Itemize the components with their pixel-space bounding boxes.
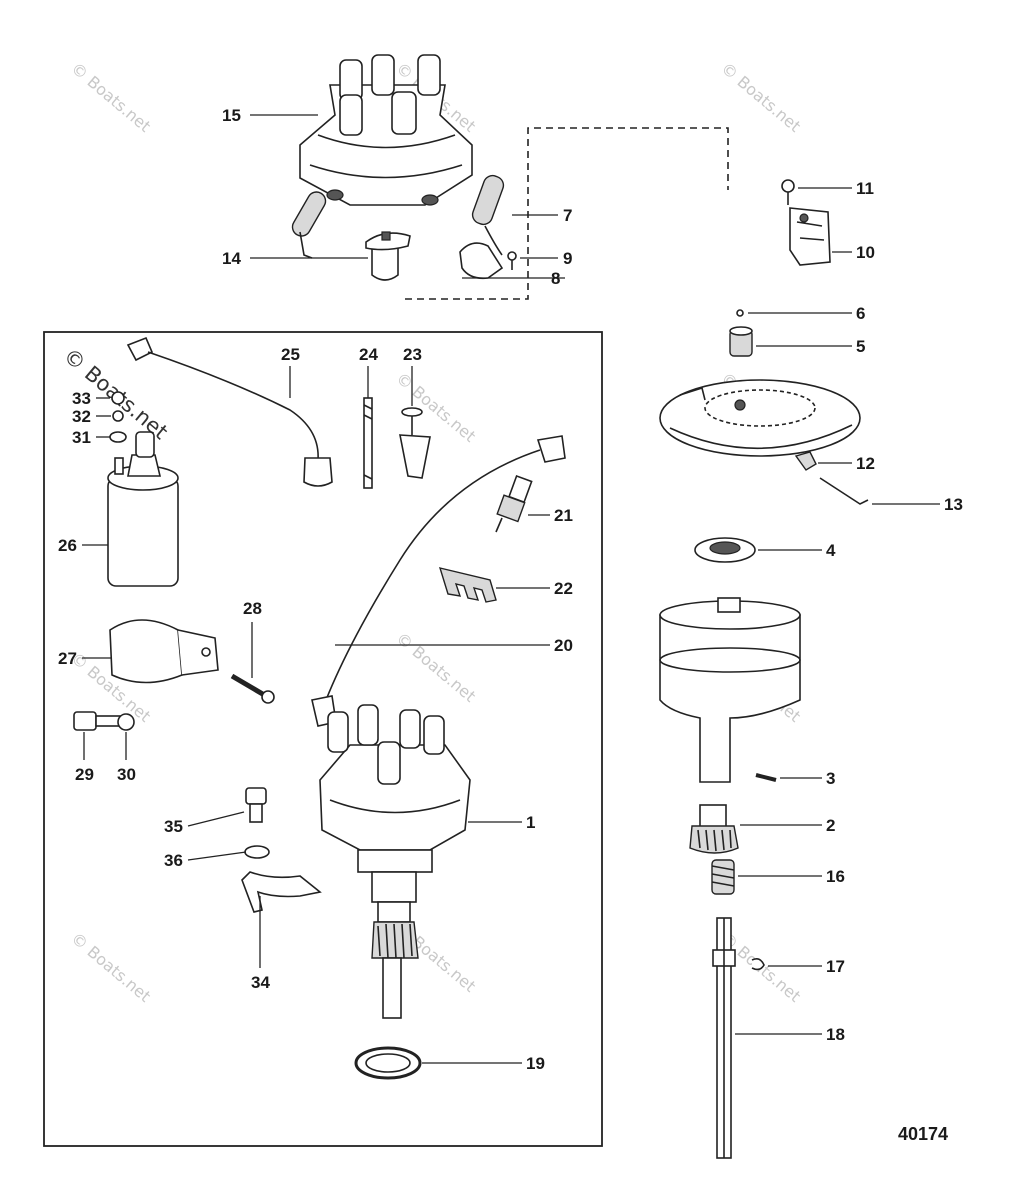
callout-14: 14 [222, 249, 241, 268]
watermark: © Boats.net [717, 59, 804, 136]
callout-32: 32 [72, 407, 91, 426]
callout-21: 21 [554, 506, 573, 525]
spring [711, 859, 735, 895]
bolt-29 [73, 711, 121, 731]
group-bracket [405, 127, 729, 300]
callout-35: 35 [164, 817, 183, 836]
coil-bracket [109, 619, 219, 684]
callout-20: 20 [554, 636, 573, 655]
rotor [365, 231, 411, 281]
lockwasher-32 [112, 410, 124, 422]
callout-23: 23 [403, 345, 422, 364]
callout-22: 22 [554, 579, 573, 598]
watermark: © Boats.net [67, 929, 154, 1006]
terminal [399, 407, 431, 479]
callout-9: 9 [563, 249, 572, 268]
hold-down-clamp [241, 871, 322, 913]
callout-16: 16 [826, 867, 845, 886]
leader-lines [82, 114, 940, 1064]
callout-19: 19 [526, 1054, 545, 1073]
watermark: © Boats.net [67, 59, 154, 136]
shaft-clip [751, 958, 765, 971]
screw-11 [781, 179, 795, 205]
callout-7: 7 [563, 206, 572, 225]
bolt-35 [245, 787, 267, 823]
callout-11: 11 [856, 179, 874, 198]
callout-29: 29 [75, 765, 94, 784]
callout-34: 34 [251, 973, 270, 992]
callout-31: 31 [72, 428, 91, 447]
coil-wire [126, 336, 333, 487]
distributor-housing [659, 597, 801, 783]
callout-13: 13 [944, 495, 963, 514]
callout-30: 30 [117, 765, 136, 784]
ground-wire [819, 477, 869, 505]
watermark: © Boats.net [392, 629, 479, 706]
callout-10: 10 [856, 243, 875, 262]
washer-31 [109, 431, 127, 443]
callout-24: 24 [359, 345, 378, 364]
spark-plug [495, 474, 533, 533]
washer-36 [244, 845, 270, 859]
callout-33: 33 [72, 389, 91, 408]
callout-18: 18 [826, 1025, 845, 1044]
callout-25: 25 [281, 345, 300, 364]
kit-box-outline [43, 331, 603, 1147]
felt-wick [729, 326, 753, 357]
distributor-assembly [319, 704, 471, 1019]
figure-number: 40174 [898, 1124, 948, 1144]
callout-8: 8 [551, 269, 560, 288]
cam-pad [794, 451, 817, 471]
callout-12: 12 [856, 454, 875, 473]
callout-5: 5 [856, 337, 865, 356]
callout-15: 15 [222, 106, 241, 125]
distributor-cap-upper [299, 54, 473, 206]
callout-28: 28 [243, 599, 262, 618]
screw-9 [507, 251, 517, 270]
callout-4: 4 [826, 541, 836, 560]
washer-30 [117, 713, 135, 731]
callout-6: 6 [856, 304, 865, 323]
wire-separator [438, 567, 497, 603]
callout-26: 26 [58, 536, 77, 555]
callout-27: 27 [58, 649, 77, 668]
ignition-coil [107, 431, 179, 587]
breaker-plate [659, 379, 861, 457]
callout-36: 36 [164, 851, 183, 870]
o-ring [354, 1046, 422, 1080]
distributor-shaft [712, 917, 736, 1159]
callout-3: 3 [826, 769, 835, 788]
roll-pin [755, 773, 777, 782]
watermark: © Boats.net [392, 369, 479, 446]
condenser [291, 191, 327, 259]
retainer-clip [736, 309, 744, 317]
callout-17: 17 [826, 957, 845, 976]
callouts: 15 14 7 8 9 11 10 6 5 12 13 4 3 2 16 17 … [58, 106, 963, 1073]
condenser-clamp [459, 242, 504, 280]
nut-33 [111, 391, 125, 405]
bracket-screw [230, 673, 275, 704]
callout-2: 2 [826, 816, 835, 835]
breaker-points [789, 207, 831, 266]
drive-gear [689, 804, 739, 854]
callout-1: 1 [526, 813, 535, 832]
stud [363, 397, 373, 489]
housing-seal [694, 537, 756, 563]
